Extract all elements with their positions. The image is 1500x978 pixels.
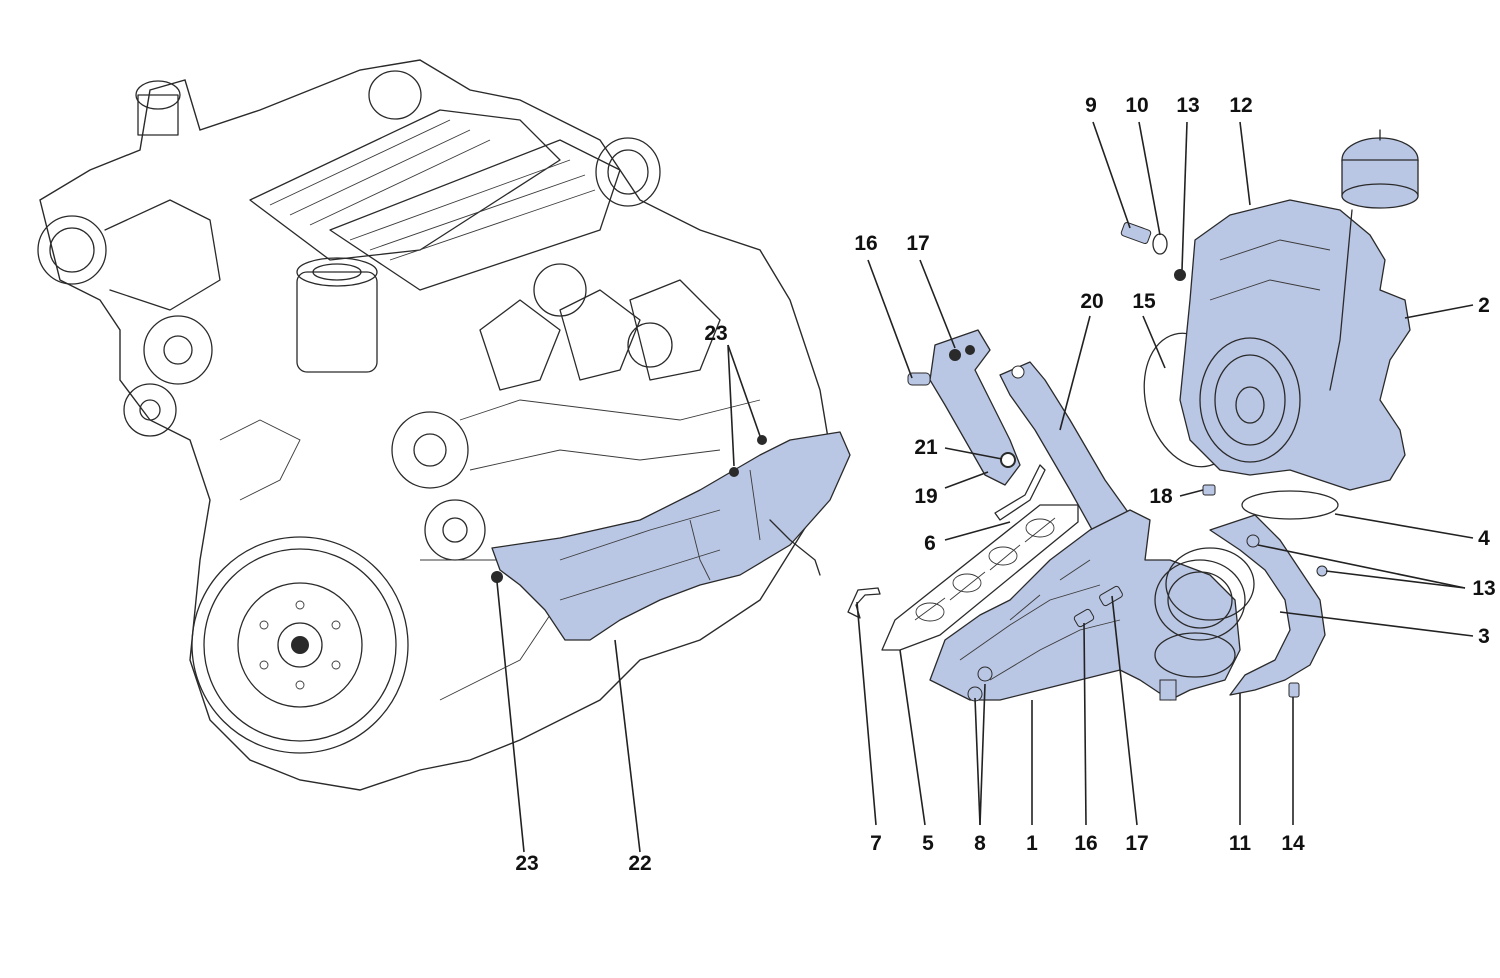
turbocharger-2 — [1174, 129, 1419, 491]
gasket-5 — [881, 504, 1079, 651]
clip-7 — [847, 587, 881, 619]
callout-16-bottom: 16 — [1074, 832, 1097, 855]
nut-13 — [1246, 534, 1260, 548]
callout-labels: 1 2 3 4 5 6 7 8 9 10 11 12 13 13 14 15 1… — [515, 94, 1495, 875]
callout-14: 14 — [1281, 832, 1305, 855]
nut-13b — [1316, 565, 1328, 577]
clip-6 — [994, 464, 1046, 521]
callout-1: 1 — [1026, 832, 1038, 855]
callout-16-top: 16 — [854, 232, 877, 255]
callout-19: 19 — [914, 485, 937, 508]
callout-10: 10 — [1125, 94, 1148, 117]
callout-21: 21 — [914, 436, 938, 459]
callout-5: 5 — [922, 832, 934, 855]
washer-10 — [1152, 233, 1168, 255]
callout-9: 9 — [1085, 94, 1097, 117]
part-18 — [1202, 484, 1216, 496]
leader-lines — [496, 121, 1474, 853]
fitting-9 — [1120, 221, 1152, 245]
callout-18: 18 — [1149, 485, 1173, 508]
callout-23-bottom: 23 — [515, 852, 538, 875]
callout-12: 12 — [1229, 94, 1252, 117]
heat-shield-11 — [1209, 514, 1326, 696]
callout-3: 3 — [1478, 625, 1490, 648]
callout-23-top: 23 — [704, 322, 727, 345]
callout-17-bottom: 17 — [1125, 832, 1148, 855]
callout-13-top: 13 — [1176, 94, 1199, 117]
heat-shield-22 — [491, 431, 851, 641]
callout-6: 6 — [924, 532, 936, 555]
callout-11: 11 — [1229, 832, 1252, 855]
callout-13-right: 13 — [1472, 577, 1495, 600]
callout-15: 15 — [1132, 290, 1156, 313]
callout-7: 7 — [870, 832, 882, 855]
engine-assembly — [37, 59, 851, 791]
callout-20: 20 — [1080, 290, 1103, 313]
callout-8: 8 — [974, 832, 986, 855]
exhaust-manifold-1 — [929, 509, 1246, 702]
seal-ring-3 — [1165, 547, 1255, 621]
callout-22: 22 — [628, 852, 651, 875]
callout-17-top: 17 — [906, 232, 929, 255]
callout-2: 2 — [1478, 294, 1490, 317]
v-band-clamp-4 — [1241, 490, 1339, 520]
bolt-14 — [1288, 682, 1300, 698]
callout-4: 4 — [1478, 527, 1490, 550]
bracket-part-19 — [907, 329, 1021, 486]
